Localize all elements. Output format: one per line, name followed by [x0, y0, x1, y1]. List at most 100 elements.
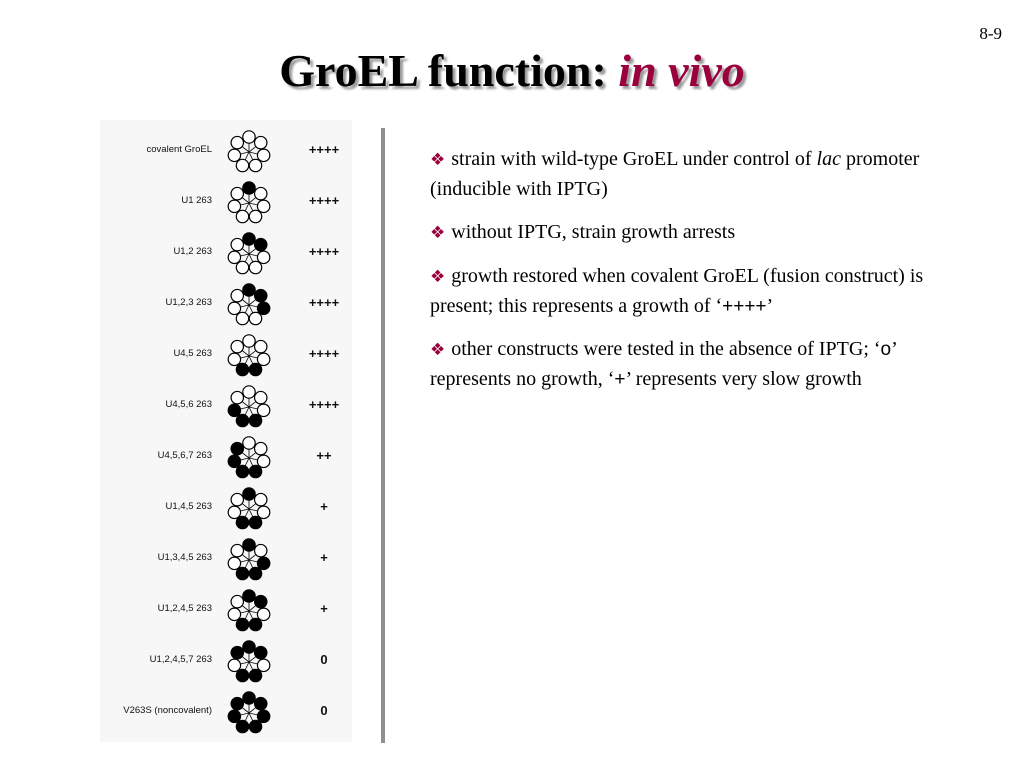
mutant-subunit [235, 668, 250, 683]
construct-row: U1,2,3 263 ++++ [100, 280, 352, 330]
mutant-subunit [248, 668, 263, 683]
mutant-subunit [253, 237, 268, 252]
title-emphasis: in vivo [618, 45, 745, 96]
wildtype-subunit [248, 311, 263, 326]
growth-score: ++++ [308, 193, 340, 208]
wildtype-subunit [227, 250, 242, 265]
construct-label: U1,4,5 263 [165, 501, 212, 512]
wildtype-subunit [230, 135, 245, 150]
mutant-subunit [253, 696, 268, 711]
wildtype-subunit [253, 492, 268, 507]
mutant-subunit [242, 232, 256, 246]
growth-score: + [320, 550, 328, 565]
wildtype-subunit [253, 135, 268, 150]
wildtype-subunit [242, 436, 256, 450]
no-growth-symbol: o [880, 339, 892, 360]
wildtype-subunit [227, 658, 242, 673]
heptamer-ring-icon [227, 181, 271, 224]
heptamer-ring-icon [227, 283, 271, 326]
bullet-growth-arrest: ❖without IPTG, strain growth arrests [430, 221, 736, 243]
heptamer-ring-icon [227, 691, 271, 734]
construct-label: covalent GroEL [146, 144, 212, 155]
mutant-subunit [242, 589, 256, 603]
slow-growth-symbol: + [614, 369, 626, 390]
heptamer-ring-icon [227, 130, 271, 173]
wildtype-subunit [227, 505, 242, 520]
heptamer-ring-icon [227, 436, 271, 479]
growth-score: ++++ [308, 295, 340, 310]
mutant-subunit [248, 617, 263, 632]
mutant-subunit [242, 181, 256, 195]
construct-row: U1,2,4,5 263 + [100, 586, 352, 636]
construct-label: U1,2 263 [173, 246, 212, 257]
wildtype-subunit [256, 250, 271, 265]
mutant-subunit [242, 487, 256, 501]
lac-italic: lac [816, 148, 841, 170]
mutant-subunit [253, 645, 268, 660]
wildtype-subunit [230, 288, 245, 303]
mutant-subunit [248, 362, 263, 377]
wildtype-subunit [253, 339, 268, 354]
construct-label: U4,5,6 263 [165, 399, 212, 410]
diamond-bullet-icon: ❖ [430, 150, 446, 170]
mutant-subunit [248, 566, 263, 581]
construct-label: U1,2,3 263 [165, 297, 212, 308]
growth-score: ++++ [308, 397, 340, 412]
wildtype-subunit [242, 334, 256, 348]
construct-label: U4,5,6,7 263 [157, 450, 212, 461]
growth-score: 0 [320, 652, 328, 667]
construct-label: U1,2,4,5,7 263 [149, 654, 212, 665]
wildtype-subunit [230, 543, 245, 558]
growth-symbol: ++++ [722, 296, 767, 317]
mutant-subunit [253, 594, 268, 609]
construct-label: U1,2,4,5 263 [157, 603, 212, 614]
growth-score: 0 [320, 703, 328, 718]
construct-row: U1,3,4,5 263 + [100, 535, 352, 585]
construct-row: U4,5,6 263 ++++ [100, 382, 352, 432]
growth-score: + [320, 499, 328, 514]
construct-row: U4,5 263++++ [100, 331, 352, 381]
construct-row: covalent GroEL++++ [100, 127, 352, 177]
heptamer-ring-icon [227, 334, 271, 377]
wildtype-subunit [248, 158, 263, 173]
wildtype-subunit [230, 594, 245, 609]
bullet-wildtype-strain: ❖strain with wild-type GroEL under contr… [430, 148, 920, 200]
mutant-subunit [227, 709, 242, 724]
mutant-subunit [235, 566, 250, 581]
mutant-subunit [235, 719, 250, 734]
construct-label: U1,3,4,5 263 [157, 552, 212, 563]
wildtype-subunit [227, 301, 242, 316]
mutant-subunit [248, 719, 263, 734]
wildtype-subunit [227, 556, 242, 571]
wildtype-subunit [235, 260, 250, 275]
wildtype-subunit [230, 339, 245, 354]
mutant-subunit [256, 709, 271, 724]
vertical-divider [381, 128, 385, 743]
wildtype-subunit [230, 390, 245, 405]
growth-score: + [320, 601, 328, 616]
mutant-subunit [248, 464, 263, 479]
mutant-subunit [230, 645, 245, 660]
wildtype-subunit [256, 352, 271, 367]
wildtype-subunit [253, 186, 268, 201]
mutant-subunit [242, 640, 256, 654]
wildtype-subunit [256, 454, 271, 469]
wildtype-subunit [248, 260, 263, 275]
mutant-subunit [235, 617, 250, 632]
wildtype-subunit [256, 607, 271, 622]
heptamer-ring-icon [227, 385, 271, 428]
wildtype-subunit [256, 199, 271, 214]
title-main: GroEL function: [279, 45, 619, 96]
mutant-subunit [256, 301, 271, 316]
heptamer-ring-icon [227, 538, 271, 581]
mutant-subunit [256, 556, 271, 571]
wildtype-subunit [248, 209, 263, 224]
growth-score: ++++ [308, 346, 340, 361]
construct-row: U1 263++++ [100, 178, 352, 228]
wildtype-subunit [230, 186, 245, 201]
mutant-subunit [230, 441, 245, 456]
wildtype-subunit [227, 199, 242, 214]
heptamer-ring-icon [227, 232, 271, 275]
mutant-subunit [235, 362, 250, 377]
bullet-list: ❖strain with wild-type GroEL under contr… [430, 145, 930, 408]
